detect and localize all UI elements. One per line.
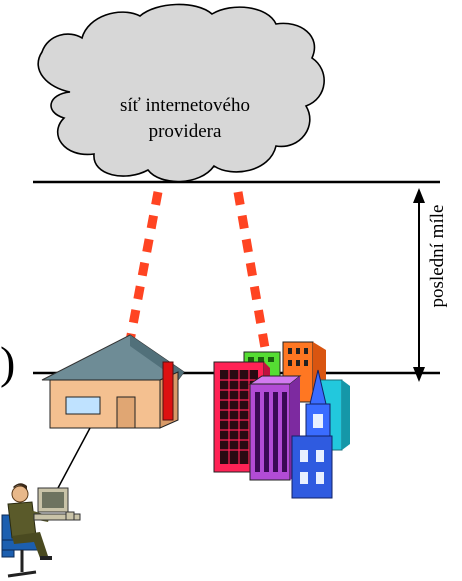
cloud-label-line2: providera (148, 121, 222, 142)
last-mile-arrow (413, 188, 425, 382)
office-buildings-icon (213, 341, 350, 499)
office-uplink (233, 191, 270, 349)
house-uplink (121, 191, 163, 363)
cloud-icon (37, 3, 325, 183)
edge-glyph: ) (0, 337, 16, 388)
cloud-label-line1: síť internetového (119, 95, 250, 116)
person-at-computer-icon (1, 483, 81, 578)
house-icon (41, 334, 185, 429)
last-mile-label: poslední míle (427, 204, 448, 308)
house-to-computer-line (57, 427, 91, 489)
